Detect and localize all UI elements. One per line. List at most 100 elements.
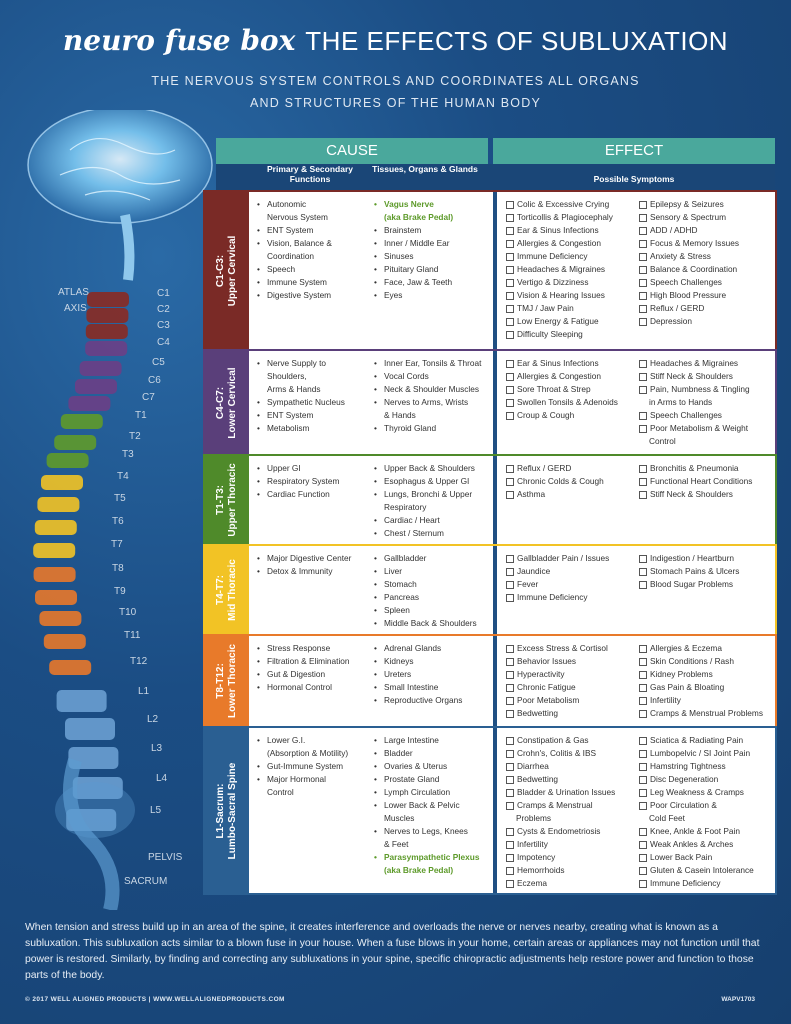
list-item: Ear & Sinus Infections: [506, 357, 636, 370]
vertebra-shape: [35, 590, 77, 605]
list-item: Depression: [639, 315, 777, 328]
vertebra-shape: [85, 324, 128, 339]
list-item: ENT System: [257, 409, 369, 422]
list-item: Esophagus & Upper GI: [374, 475, 492, 488]
vertebra-shape: [33, 543, 76, 558]
list-item: Major Digestive Center: [257, 552, 369, 565]
primary-functions-header: Primary & Secondary Functions: [267, 164, 353, 184]
list-item: Poor Circulation &: [639, 799, 777, 812]
list-item: Poor Metabolism: [506, 694, 636, 707]
list-item: Croup & Cough: [506, 409, 636, 422]
tissues-list: Adrenal GlandsKidneysUretersSmall Intest…: [374, 642, 492, 707]
list-item: Stress Response: [257, 642, 369, 655]
list-item: Sciatica & Radiating Pain: [639, 734, 777, 747]
table-row: L1-Sacrum:Lumbo-Sacral Spine Lower G.I.(…: [203, 726, 777, 895]
list-item: Lymph Circulation: [374, 786, 492, 799]
list-item: Infertility: [639, 694, 777, 707]
cause-header: CAUSE: [216, 138, 488, 164]
vertebra-shape: [86, 308, 129, 323]
list-item: Large Intestine: [374, 734, 492, 747]
list-item: Face, Jaw & Teeth: [374, 276, 492, 289]
vertebra-shape: [79, 361, 122, 376]
list-item: Sore Throat & Strep: [506, 383, 636, 396]
table-row: T8-T12:Lower Thoracic Stress ResponseFil…: [203, 634, 777, 728]
list-item: Problems: [516, 813, 552, 823]
list-item: Excess Stress & Cortisol: [506, 642, 636, 655]
list-item: Control: [267, 787, 294, 797]
tissues-list: Large IntestineBladderOvaries & UterusPr…: [374, 734, 492, 877]
list-item: Vision, Balance &: [257, 237, 369, 250]
brain-icon: [28, 110, 212, 223]
vertebra-shape: [72, 777, 123, 799]
vertebra-label: T12: [130, 656, 148, 667]
list-item: Gluten & Casein Intolerance: [639, 864, 777, 877]
vertebra-shape: [41, 475, 83, 490]
pelvis-label: PELVIS: [148, 852, 183, 863]
list-item: Autonomic: [257, 198, 369, 211]
list-item: Stomach: [374, 578, 492, 591]
vertebra-label: C4: [157, 337, 170, 348]
list-item: Gas Pain & Bloating: [639, 681, 777, 694]
vertebra-shape: [56, 690, 107, 712]
list-item: Immune System: [257, 276, 369, 289]
vertebra-label: L3: [151, 743, 163, 754]
vertebra-label: T6: [112, 516, 124, 527]
list-item: Pituitary Gland: [374, 263, 492, 276]
vertebra-label: T8: [112, 563, 124, 574]
footer-text: When tension and stress build up in an a…: [25, 922, 760, 981]
atlas-label: ATLAS: [58, 287, 89, 298]
list-item: Gallbladder: [374, 552, 492, 565]
list-item: Vocal Cords: [374, 370, 492, 383]
list-item: Fever: [506, 578, 636, 591]
list-item: Difficulty Sleeping: [506, 328, 636, 341]
list-item: Nerves to Arms, Wrists: [374, 396, 492, 409]
list-item: Sympathetic Nucleus: [257, 396, 369, 409]
vertebra-shape: [54, 435, 97, 450]
list-item: Respiratory System: [257, 475, 369, 488]
vertebra-shape: [68, 396, 111, 411]
region-label: L1-Sacrum:Lumbo-Sacral Spine: [215, 762, 238, 859]
list-item: Vision & Hearing Issues: [506, 289, 636, 302]
vertebra-label: L4: [156, 773, 168, 784]
list-item: Lungs, Bronchi & Upper: [374, 488, 492, 501]
list-item: Digestive System: [257, 289, 369, 302]
cause-cell: Lower G.I.(Absorption & Motility)Gut-Imm…: [249, 728, 493, 893]
list-item: Vertigo & Dizziness: [506, 276, 636, 289]
table-row: T1-T3:Upper Thoracic Upper GIRespiratory…: [203, 454, 777, 546]
list-item: Asthma: [506, 488, 636, 501]
list-item: Headaches & Migraines: [506, 263, 636, 276]
list-item: Brainstem: [374, 224, 492, 237]
vertebra-label: C1: [157, 288, 170, 299]
effect-header: EFFECT: [493, 138, 775, 164]
list-item: Allergies & Congestion: [506, 370, 636, 383]
list-item: Cysts & Endometriosis: [506, 825, 636, 838]
list-item: Inner Ear, Tonsils & Throat: [374, 357, 492, 370]
list-item: Upper GI: [257, 462, 369, 475]
list-item: Inner / Middle Ear: [374, 237, 492, 250]
list-item: Lower Back Pain: [639, 851, 777, 864]
list-item: Adrenal Glands: [374, 642, 492, 655]
list-item: Anxiety & Stress: [639, 250, 777, 263]
list-item: Chest / Sternum: [374, 527, 492, 540]
list-item: Bedwetting: [506, 773, 636, 786]
vertebra-label: T7: [111, 539, 123, 550]
sacrum-label: SACRUM: [124, 876, 168, 887]
list-item: Speech: [257, 263, 369, 276]
list-item: Lower Back & Pelvic: [374, 799, 492, 812]
list-item: Stiff Neck & Shoulders: [639, 370, 777, 383]
list-item: Reproductive Organs: [374, 694, 492, 707]
list-item: Middle Back & Shoulders: [374, 617, 492, 630]
list-item: Parasympathetic Plexus: [374, 851, 492, 864]
copyright: © 2017 WELL ALIGNED PRODUCTS | WWW.WELLA…: [25, 996, 285, 1003]
title-text: THE EFFECTS OF SUBLUXATION: [305, 26, 729, 56]
list-item: & Feet: [384, 839, 409, 849]
table-row: C4-C7:Lower Cervical Nerve Supply toShou…: [203, 349, 777, 456]
table-row: T4-T7:Mid Thoracic Major Digestive Cente…: [203, 544, 777, 636]
